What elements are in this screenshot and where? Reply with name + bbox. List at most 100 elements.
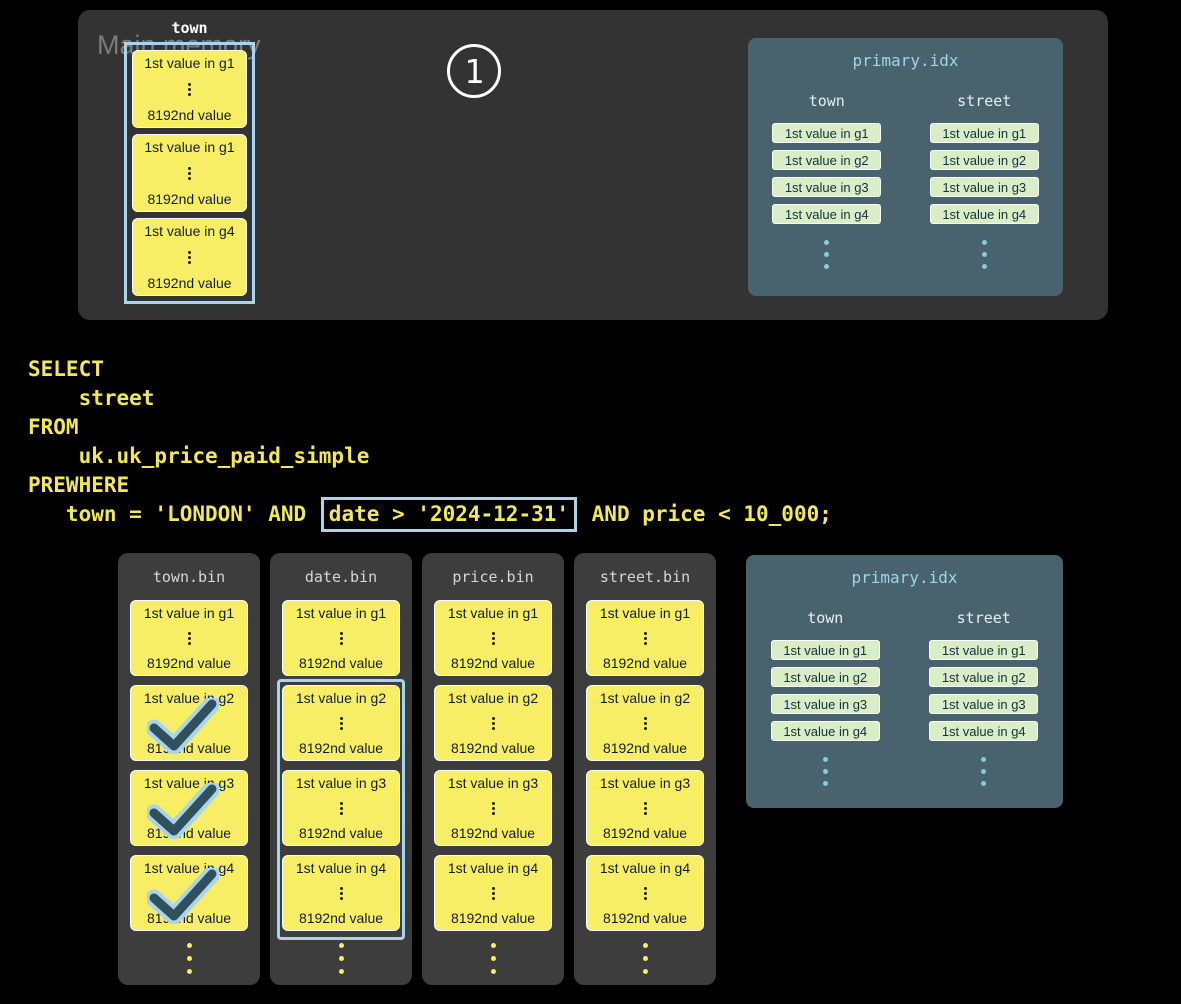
sql-condition-suffix: AND price < 10_000; — [579, 502, 832, 526]
index-entry-badge: 1st value in g1 — [929, 123, 1039, 143]
sql-condition-prefix: town = 'LONDON' AND — [28, 502, 319, 526]
ellipsis-icon — [339, 885, 343, 902]
ellipsis-icon — [188, 249, 191, 266]
primary-idx-panel-top: primary.idx town 1st value in g1 1st val… — [748, 38, 1063, 296]
bin-title: date.bin — [304, 568, 378, 586]
granule-last-value: 8192nd value — [298, 910, 384, 926]
index-entry-badge: 1st value in g3 — [772, 177, 882, 197]
index-entry-badge: 1st value in g4 — [929, 721, 1039, 741]
granule-first-value: 1st value in g2 — [295, 690, 387, 706]
granule-last-value: 8192nd value — [602, 825, 688, 841]
granule-last-value: 8192nd value — [147, 107, 232, 123]
checkmark-icon — [147, 783, 219, 839]
idx-column-town: town 1st value in g1 1st value in g2 1st… — [746, 609, 905, 786]
granule-first-value: 1st value in g3 — [599, 775, 691, 791]
ellipsis-icon — [339, 630, 343, 647]
index-entry-badge: 1st value in g2 — [772, 150, 882, 170]
granule-last-value: 8192nd value — [602, 740, 688, 756]
granule-first-value: 1st value in g3 — [295, 775, 387, 791]
bin-blocks: 1st value in g1 8192nd value 1st value i… — [434, 600, 552, 931]
memory-granule-block-2: 1st value in g1 8192nd value — [132, 134, 247, 212]
bin-blocks: 1st value in g1 8192nd value 1st value i… — [130, 600, 248, 931]
sql-line-street: street — [28, 386, 155, 410]
idx-column-header: street — [956, 609, 1011, 627]
granule-first-value: 1st value in g2 — [447, 690, 539, 706]
granule-first-value: 1st value in g2 — [599, 690, 691, 706]
ellipsis-icon — [643, 885, 647, 902]
primary-idx-columns: town 1st value in g1 1st value in g2 1st… — [746, 609, 1063, 786]
index-entry-badge: 1st value in g1 — [770, 640, 880, 660]
memory-town-column-highlight-box: 1st value in g1 8192nd value 1st value i… — [124, 42, 255, 304]
index-entry-badge: 1st value in g3 — [770, 694, 880, 714]
granule-block-g1: 1st value in g1 8192nd value — [434, 600, 552, 676]
checkmark-icon — [147, 868, 219, 924]
granule-block-g2: 1st value in g2 8192nd value — [434, 685, 552, 761]
bin-panel-price: price.bin 1st value in g1 8192nd value 1… — [422, 553, 564, 985]
ellipsis-icon — [188, 165, 191, 182]
more-granules-dots — [270, 943, 412, 974]
granule-first-value: 1st value in g1 — [295, 605, 387, 621]
granule-block-g3: 1st value in g3 8192nd value — [586, 770, 704, 846]
granule-last-value: 8192nd value — [450, 740, 536, 756]
checkmark-icon — [147, 698, 219, 754]
step-1-badge: 1 — [447, 44, 501, 98]
sql-line-from: FROM — [28, 415, 79, 439]
ellipsis-icon — [187, 630, 191, 647]
sql-line-table: uk.uk_price_paid_simple — [28, 444, 370, 468]
ellipsis-icon — [188, 81, 191, 98]
granule-block-g2: 1st value in g2 8192nd value — [586, 685, 704, 761]
more-entries-dots — [824, 240, 830, 269]
bin-panel-date: date.bin 1st value in g1 8192nd value 1s… — [270, 553, 412, 985]
idx-column-header: town — [808, 92, 845, 110]
granule-first-value: 1st value in g4 — [295, 860, 387, 876]
index-entry-badge: 1st value in g2 — [770, 667, 880, 687]
ellipsis-icon — [643, 630, 647, 647]
memory-town-column-label: town — [171, 19, 208, 37]
primary-idx-title: primary.idx — [852, 51, 959, 70]
ellipsis-icon — [339, 800, 343, 817]
index-entry-badge: 1st value in g2 — [929, 150, 1039, 170]
bin-blocks: 1st value in g1 8192nd value 1st value i… — [282, 600, 400, 931]
granule-block-g2: 1st value in g2 8192nd value — [130, 685, 248, 761]
granule-last-value: 8192nd value — [298, 655, 384, 671]
index-entry-badge: 1st value in g3 — [929, 694, 1039, 714]
bin-title: street.bin — [599, 568, 691, 586]
granule-last-value: 8192nd value — [298, 740, 384, 756]
more-entries-dots — [981, 757, 987, 786]
granule-block-g4: 1st value in g4 8192nd value — [586, 855, 704, 931]
granule-block-g1: 1st value in g1 8192nd value — [586, 600, 704, 676]
granule-block-g2: 1st value in g2 8192nd value — [282, 685, 400, 761]
index-entry-badge: 1st value in g1 — [929, 640, 1039, 660]
granule-last-value: 8192nd value — [602, 910, 688, 926]
ellipsis-icon — [339, 715, 343, 732]
sql-line-condition: town = 'LONDON' AND date > '2024-12-31' … — [28, 497, 832, 532]
granule-block-g3: 1st value in g3 8192nd value — [282, 770, 400, 846]
bin-title: price.bin — [452, 568, 534, 586]
ellipsis-icon — [491, 800, 495, 817]
more-entries-dots — [822, 757, 828, 786]
primary-idx-panel-bottom: primary.idx town 1st value in g1 1st val… — [746, 555, 1063, 808]
granule-first-value: 1st value in g4 — [144, 223, 235, 239]
granule-last-value: 8192nd value — [450, 825, 536, 841]
main-memory-panel: Main memory town 1st value in g1 8192nd … — [78, 10, 1108, 320]
more-granules-dots — [118, 943, 260, 974]
granule-last-value: 8192nd value — [298, 825, 384, 841]
granule-first-value: 1st value in g3 — [447, 775, 539, 791]
granule-last-value: 8192nd value — [602, 655, 688, 671]
granule-first-value: 1st value in g4 — [599, 860, 691, 876]
bin-panel-town: town.bin 1st value in g1 8192nd value 1s… — [118, 553, 260, 985]
granule-block-g4: 1st value in g4 8192nd value — [282, 855, 400, 931]
index-entry-badge: 1st value in g4 — [770, 721, 880, 741]
ellipsis-icon — [643, 715, 647, 732]
granule-first-value: 1st value in g1 — [599, 605, 691, 621]
granule-first-value: 1st value in g4 — [447, 860, 539, 876]
granule-last-value: 8192nd value — [450, 910, 536, 926]
bin-blocks: 1st value in g1 8192nd value 1st value i… — [586, 600, 704, 931]
ellipsis-icon — [491, 885, 495, 902]
granule-block-g1: 1st value in g1 8192nd value — [130, 600, 248, 676]
index-entry-badge: 1st value in g3 — [929, 177, 1039, 197]
granule-last-value: 8192nd value — [450, 655, 536, 671]
more-granules-dots — [422, 943, 564, 974]
granule-block-g3: 1st value in g3 8192nd value — [130, 770, 248, 846]
